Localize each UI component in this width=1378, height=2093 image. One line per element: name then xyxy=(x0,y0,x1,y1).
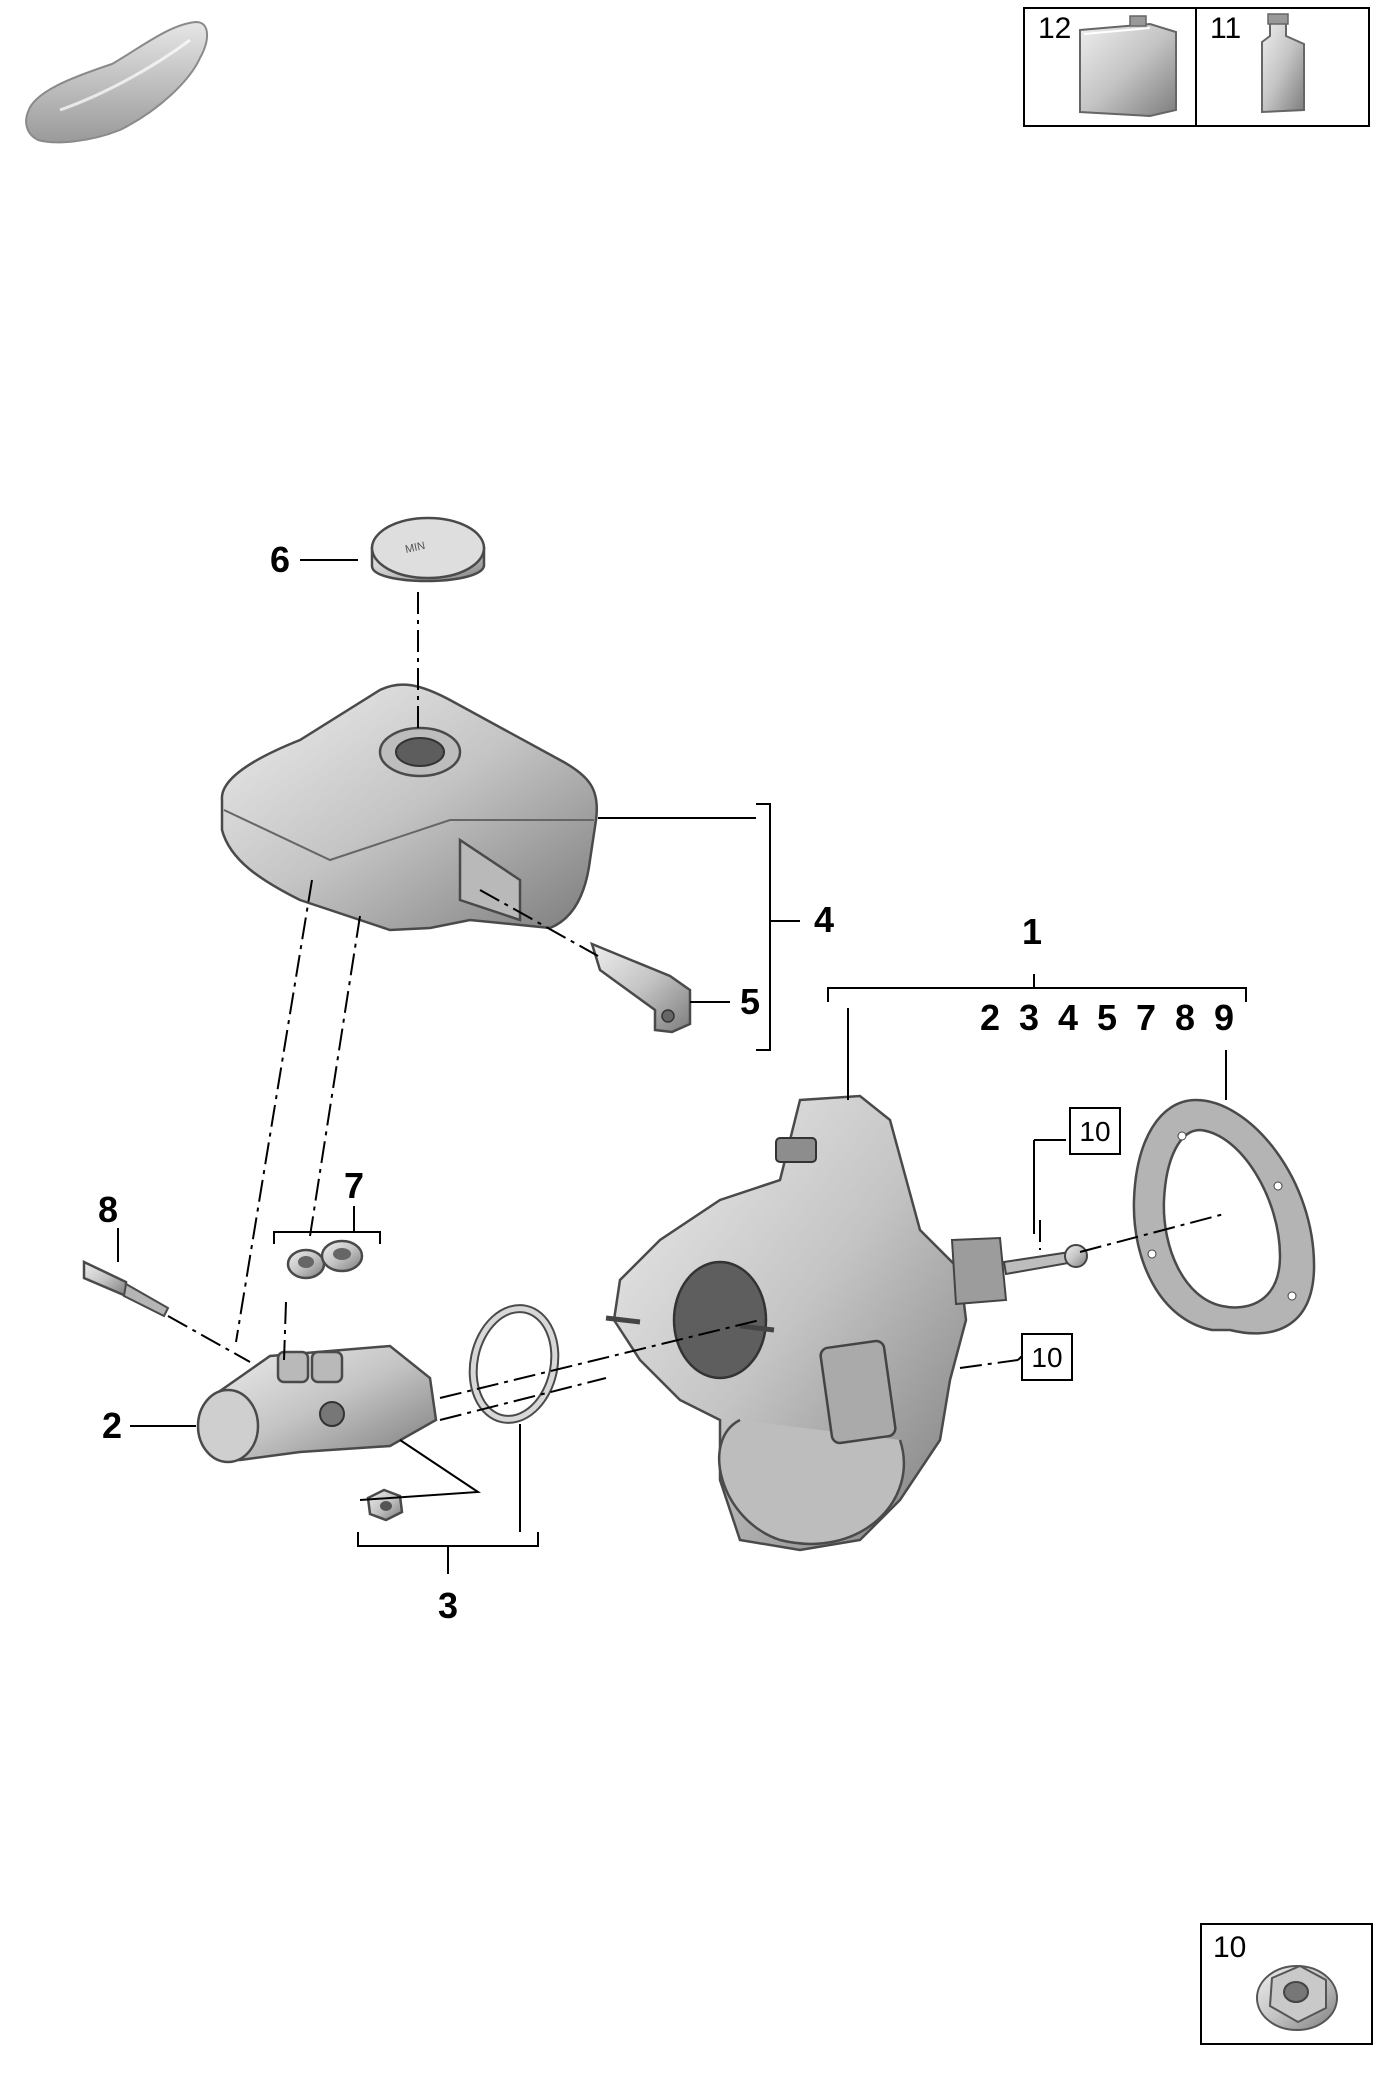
ref-lower-label: 10 xyxy=(1031,1342,1062,1373)
ref-upper-label: 10 xyxy=(1079,1116,1110,1147)
flange-nut-icon xyxy=(1256,1964,1338,2031)
sublist-item: 2 xyxy=(980,997,1000,1038)
callout-3: 3 xyxy=(438,1585,458,1626)
callout-4: 4 xyxy=(814,899,834,940)
gasket[interactable] xyxy=(1132,1098,1316,1335)
retaining-pin[interactable] xyxy=(82,1260,170,1318)
grommets[interactable] xyxy=(286,1239,364,1280)
fluid-bottle-icon xyxy=(1261,13,1305,114)
hex-nut[interactable] xyxy=(366,1488,404,1522)
level-sensor[interactable] xyxy=(590,941,692,1034)
callout-8: 8 xyxy=(98,1189,118,1230)
fluid-canister-icon xyxy=(1079,15,1177,118)
leader-lines xyxy=(117,559,1247,1574)
sublist-item: 4 xyxy=(1058,997,1078,1038)
callout-1-sublist: 2 3 4 5 7 8 9 xyxy=(980,997,1234,1038)
brake-booster[interactable] xyxy=(605,1094,1088,1552)
callout-2: 2 xyxy=(102,1405,122,1446)
car-silhouette-icon xyxy=(25,20,208,144)
canister-label: 12 xyxy=(1038,12,1071,45)
reservoir-cap[interactable]: MIN xyxy=(370,516,486,583)
sublist-item: 7 xyxy=(1136,997,1156,1038)
sublist-item: 3 xyxy=(1019,997,1039,1038)
callout-6: 6 xyxy=(270,539,290,580)
ref-box-lower: 10 xyxy=(1021,1333,1073,1381)
brake-fluid-reservoir[interactable] xyxy=(220,683,599,932)
sublist-item: 8 xyxy=(1175,997,1195,1038)
nut-box: 10 xyxy=(1200,1923,1373,2045)
nut-label: 10 xyxy=(1213,1931,1246,1964)
sublist-item: 9 xyxy=(1214,997,1234,1038)
assembly-lines xyxy=(167,592,1225,1421)
svg-text:MIN: MIN xyxy=(404,540,426,556)
sublist-item: 5 xyxy=(1097,997,1117,1038)
o-ring[interactable] xyxy=(463,1301,565,1427)
callout-5: 5 xyxy=(740,981,760,1022)
callout-1: 1 xyxy=(1022,911,1042,952)
bottle-label: 11 xyxy=(1210,12,1241,45)
ref-box-upper: 10 xyxy=(1069,1107,1121,1155)
master-cylinder[interactable] xyxy=(196,1344,438,1464)
accessories-box: 12 11 xyxy=(1023,7,1370,127)
callout-7: 7 xyxy=(344,1165,364,1206)
